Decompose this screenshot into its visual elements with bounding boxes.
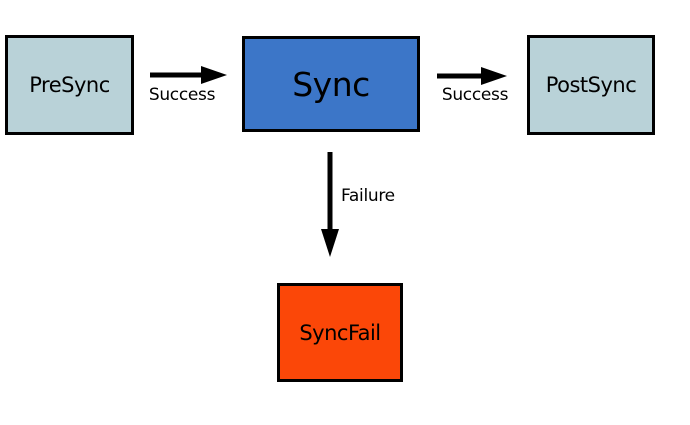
node-presync-label: PreSync xyxy=(29,73,110,97)
edge-label-success-1: Success xyxy=(148,85,216,105)
edge-label-success-2: Success xyxy=(441,85,509,105)
arrow-sync-to-syncfail-icon xyxy=(321,152,339,257)
node-postsync: PostSync xyxy=(527,35,655,135)
node-presync: PreSync xyxy=(5,35,134,135)
node-syncfail: SyncFail xyxy=(277,283,403,382)
node-postsync-label: PostSync xyxy=(545,73,637,97)
edge-label-failure: Failure xyxy=(341,186,395,206)
node-sync-label: Sync xyxy=(292,64,370,104)
arrow-presync-to-sync-icon xyxy=(150,66,227,84)
arrow-sync-to-postsync-icon xyxy=(437,67,507,85)
node-syncfail-label: SyncFail xyxy=(299,320,381,345)
node-sync: Sync xyxy=(242,36,420,132)
